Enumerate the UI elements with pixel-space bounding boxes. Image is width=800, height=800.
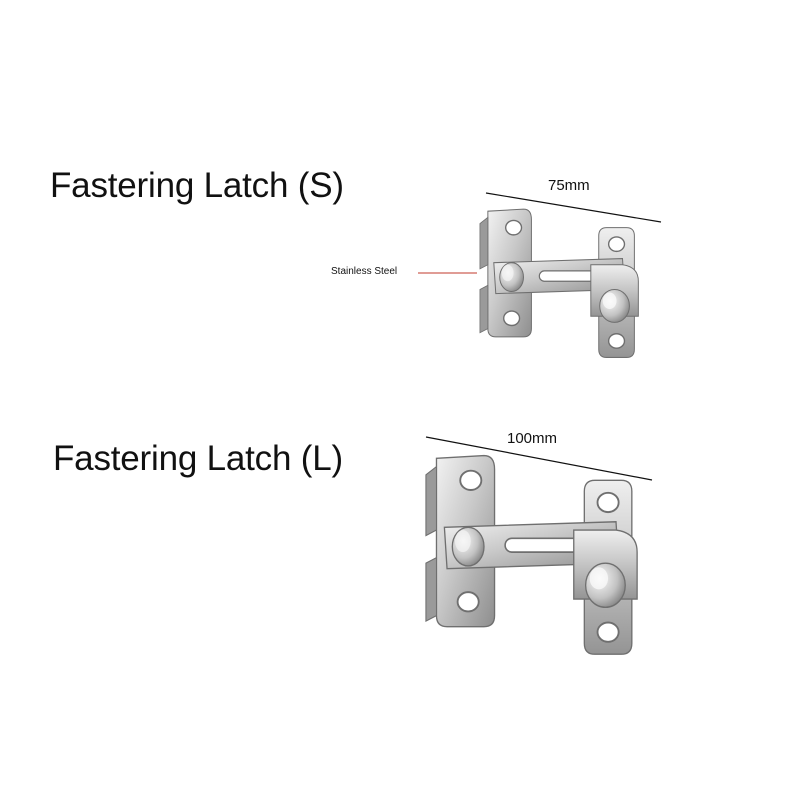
latch-large-image <box>424 454 639 656</box>
material-callout-label: Stainless Steel <box>331 266 398 277</box>
dimension-line-large <box>425 436 653 481</box>
dimension-label-small: 75mm <box>548 177 590 194</box>
dimension-label-large: 100mm <box>507 430 558 447</box>
dimension-line-small <box>485 192 662 223</box>
product-title-large: Fastering Latch (L) <box>53 439 343 478</box>
product-title-small: Fastering Latch (S) <box>50 166 344 205</box>
latch-small-image <box>479 208 640 359</box>
